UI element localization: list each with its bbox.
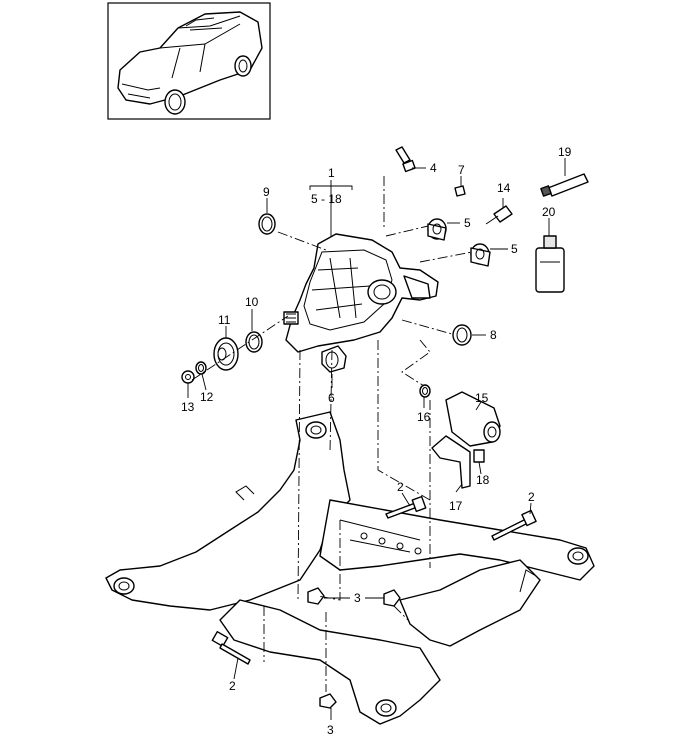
callout-range-label: 5 - 18 (311, 192, 342, 206)
plug-7 (454, 185, 466, 197)
callout-label-14: 14 (497, 181, 511, 195)
callout-label-9: 9 (263, 185, 270, 199)
assembly-lines (191, 176, 473, 692)
callout-label-16: 16 (417, 410, 431, 424)
callout-label-3-middle: 3 (354, 591, 361, 605)
callout-label-10: 10 (245, 295, 259, 309)
nut-3-left (307, 587, 325, 605)
callout-label-19: 19 (558, 145, 572, 159)
bushing-5-upper (427, 218, 447, 241)
sealant-tube-19 (540, 173, 589, 197)
nut-3-right (383, 589, 401, 607)
callout-label-5-upper: 5 (464, 216, 471, 230)
callout-label-15: 15 (475, 391, 489, 405)
callout-label-3-bottom: 3 (327, 723, 334, 737)
ring-12 (195, 361, 207, 375)
callout-label-6: 6 (328, 391, 335, 405)
breather-14 (485, 205, 513, 225)
callout-label-12: 12 (200, 390, 214, 404)
callout-label-20: 20 (542, 205, 556, 219)
callout-label-5-lower: 5 (511, 242, 518, 256)
actuator-15 (445, 391, 501, 447)
bolt-4 (395, 146, 416, 173)
bracket-17 (431, 435, 471, 489)
bolt-2-upper (385, 495, 427, 519)
vehicle-thumbnail (107, 2, 271, 120)
flange-11 (213, 337, 239, 371)
callout-label-2-left: 2 (229, 679, 236, 693)
callout-label-8: 8 (490, 328, 497, 342)
callout-label-13: 13 (181, 400, 195, 414)
callout-label-11: 11 (218, 313, 231, 327)
callout-label-1: 1 (328, 166, 335, 180)
callout-label-17: 17 (449, 499, 463, 513)
seal-9 (258, 213, 276, 235)
seal-10 (245, 331, 263, 353)
bolt-18 (473, 449, 485, 463)
suv-illustration (117, 11, 263, 115)
callout-label-7: 7 (458, 163, 465, 177)
rear-subframe (105, 411, 595, 725)
bushing-5-lower (470, 243, 491, 267)
rear-differential (283, 233, 439, 353)
callout-label-2-right: 2 (528, 490, 535, 504)
seal-8 (452, 324, 472, 346)
callout-labels: 4 7 5 5 9 8 10 11 12 13 6 14 19 20 15 16… (181, 145, 572, 737)
bolt-2-left (211, 630, 251, 665)
callout-1: 1 5 - 18 (309, 166, 353, 240)
callout-label-4: 4 (430, 161, 437, 175)
bushing-6 (321, 345, 347, 373)
oil-bottle-20 (535, 235, 565, 293)
callout-label-18: 18 (476, 473, 490, 487)
callout-label-2-upper: 2 (397, 480, 404, 494)
bolt-2-right (491, 509, 537, 541)
nut-3-bottom (319, 693, 337, 709)
nut-13 (181, 370, 195, 384)
ring-16 (419, 384, 431, 398)
leader-lines (187, 158, 566, 720)
